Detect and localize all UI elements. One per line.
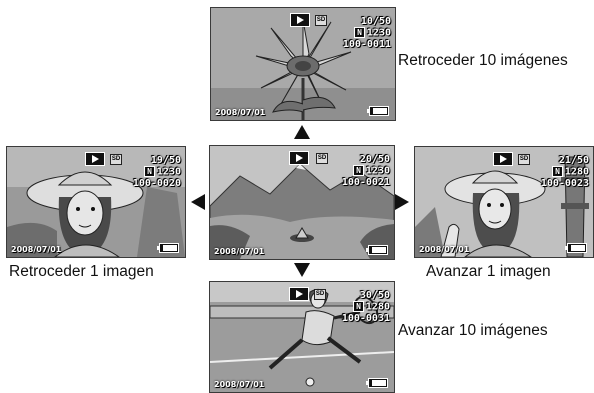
tennis-player-image <box>210 282 394 392</box>
sd-card-icon: SD <box>314 289 326 300</box>
play-mode-icon <box>493 152 513 166</box>
battery-icon <box>367 106 389 116</box>
image-size: 1280 <box>365 301 390 313</box>
image-size: 1280 <box>564 166 589 178</box>
date-stamp: 2008/07/01 <box>215 108 266 117</box>
play-mode-icon <box>289 151 309 165</box>
frame-counter: 21/50 <box>558 155 589 166</box>
battery-icon <box>366 378 388 388</box>
caption-back-1: Retroceder 1 imagen <box>9 263 154 280</box>
file-number: 100-0021 <box>341 176 390 188</box>
quality-badge: N <box>353 301 364 312</box>
caption-back-10: Retroceder 10 imágenes <box>398 52 568 69</box>
caption-forward-1: Avanzar 1 imagen <box>426 263 551 280</box>
sd-card-icon: SD <box>518 154 530 165</box>
sd-card-icon: SD <box>315 15 327 26</box>
file-number: 100-0031 <box>341 312 390 324</box>
quality-badge: N <box>354 27 365 38</box>
down-arrow-icon[interactable] <box>294 263 310 277</box>
frame-counter: 20/50 <box>359 154 390 165</box>
image-size: 1230 <box>156 166 181 178</box>
left-arrow-icon[interactable] <box>191 194 205 210</box>
date-stamp: 2008/07/01 <box>419 245 470 254</box>
date-stamp: 2008/07/01 <box>11 245 62 254</box>
frame-counter: 10/50 <box>360 16 391 27</box>
file-number: 100-0020 <box>132 177 181 189</box>
date-stamp: 2008/07/01 <box>214 380 265 389</box>
up-arrow-icon[interactable] <box>294 125 310 139</box>
play-mode-icon <box>290 13 310 27</box>
file-number: 100-0023 <box>540 177 589 189</box>
sd-card-icon: SD <box>110 154 122 165</box>
mountain-lake-image <box>210 146 394 259</box>
date-stamp: 2008/07/01 <box>214 247 265 256</box>
play-mode-icon <box>289 287 309 301</box>
sd-card-icon: SD <box>316 153 328 164</box>
quality-badge: N <box>353 165 364 176</box>
image-size: 1230 <box>365 165 390 177</box>
right-arrow-icon[interactable] <box>395 194 409 210</box>
image-size: 1230 <box>366 27 391 39</box>
battery-icon <box>366 245 388 255</box>
battery-icon <box>565 243 587 253</box>
quality-badge: N <box>144 166 155 177</box>
quality-badge: N <box>552 166 563 177</box>
caption-forward-10: Avanzar 10 imágenes <box>398 322 548 339</box>
file-number: 100-0011 <box>342 38 391 50</box>
frame-counter: 19/50 <box>150 155 181 166</box>
play-mode-icon <box>85 152 105 166</box>
battery-icon <box>157 243 179 253</box>
frame-counter: 30/50 <box>359 290 390 301</box>
